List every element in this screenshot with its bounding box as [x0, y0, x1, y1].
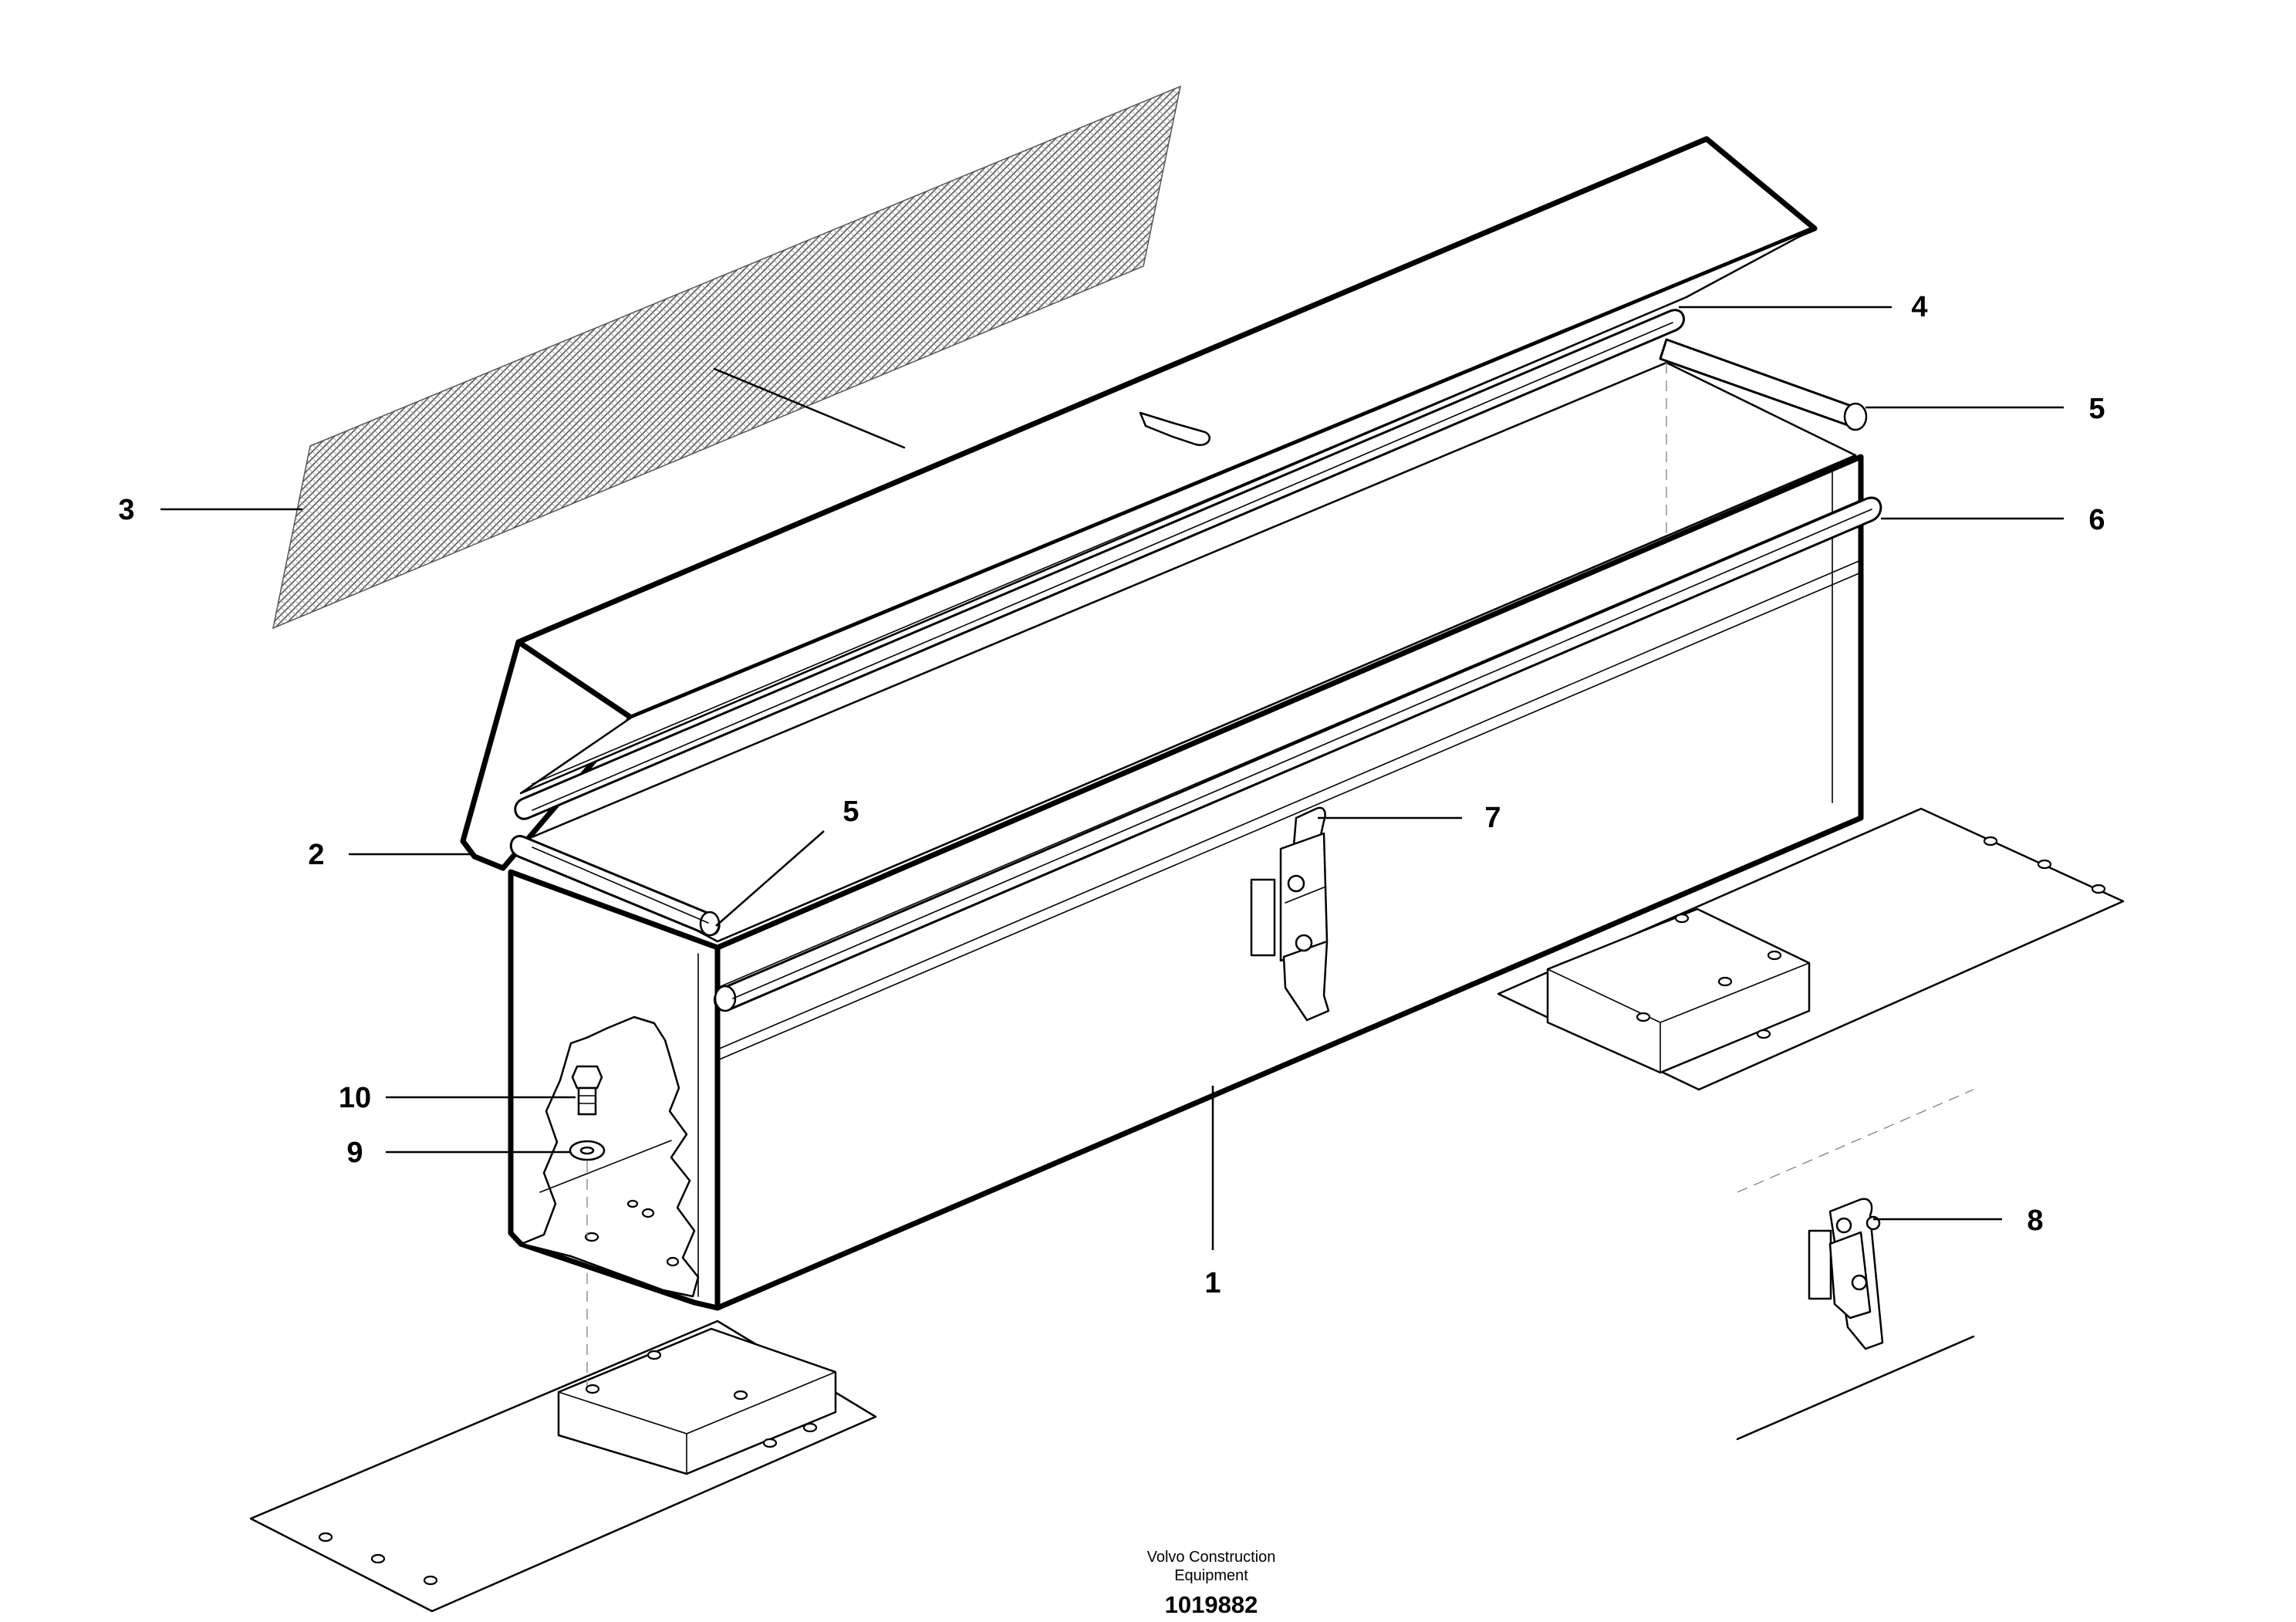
- bolt-part: [571, 1065, 603, 1116]
- callout-6: 6: [2088, 504, 2105, 536]
- latch-front: [1250, 806, 1330, 1022]
- callout-5-front: 5: [842, 796, 859, 828]
- mounting-plate-left: [249, 1273, 877, 1613]
- leader-lines: [160, 306, 2064, 1250]
- drawing-number: 1019882: [1165, 1591, 1258, 1618]
- callout-8: 8: [2027, 1205, 2043, 1237]
- callout-9: 9: [346, 1137, 363, 1169]
- company-name-line1: Volvo Construction: [1147, 1549, 1276, 1566]
- mesh-screen: [272, 85, 1182, 630]
- callout-5-back: 5: [2088, 393, 2105, 425]
- callout-4: 4: [1911, 291, 1927, 323]
- latch-detail: [1736, 1089, 1975, 1441]
- callout-7: 7: [1484, 802, 1501, 834]
- callout-1: 1: [1204, 1267, 1221, 1299]
- company-name-line2: Equipment: [1174, 1567, 1248, 1584]
- toolbox-lid: [460, 136, 1868, 871]
- washer-part: [569, 1140, 606, 1161]
- cutaway-view: [520, 1015, 700, 1298]
- callout-labels: 3 4 5 6 7 2 5 10 9 1 8: [118, 291, 2105, 1299]
- drawing-footer: Volvo Construction Equipment 1019882: [1147, 1549, 1276, 1618]
- callout-10: 10: [339, 1082, 371, 1114]
- callout-3: 3: [118, 494, 134, 526]
- mounting-plate-right: [1497, 807, 2125, 1091]
- callout-2: 2: [308, 839, 324, 871]
